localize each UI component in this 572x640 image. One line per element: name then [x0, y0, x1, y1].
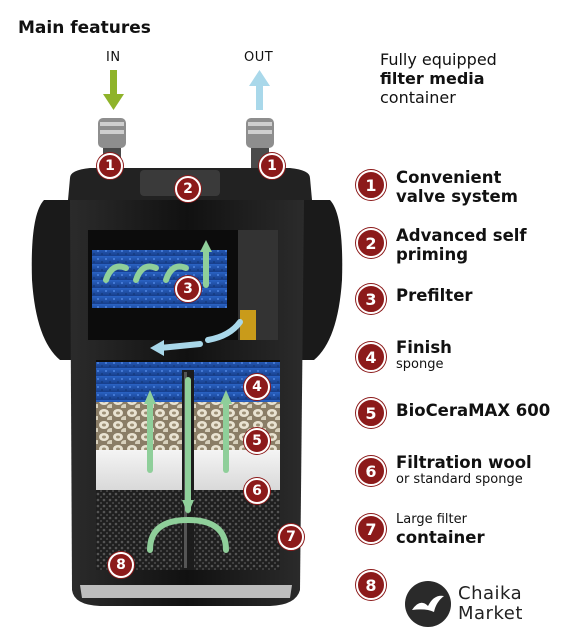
- feature-1: Convenient valve system: [396, 168, 518, 206]
- feature-6: Filtration wool or standard sponge: [396, 453, 532, 488]
- feature-7: Large filter container: [396, 512, 485, 547]
- filter-illustration: [31, 70, 343, 606]
- feature-7-line1: container: [396, 528, 485, 547]
- feature-6-sub: or standard sponge: [396, 472, 523, 487]
- feature-4-sub: sponge: [396, 357, 444, 372]
- diagram-badge-3: 3: [175, 276, 201, 302]
- in-arrow-icon: [103, 70, 124, 110]
- diagram-badge-1a: 1: [97, 153, 123, 179]
- feature-1-line2: valve system: [396, 187, 518, 206]
- diagram-badge-8: 8: [108, 552, 134, 578]
- out-arrow-icon: [249, 70, 270, 110]
- pump-impeller: [240, 310, 256, 340]
- feature-2: Advanced self priming: [396, 226, 527, 264]
- diagram-badge-1b: 1: [259, 153, 285, 179]
- feature-badge-4: 4: [356, 342, 386, 372]
- header-line-1: Fully equipped: [380, 50, 497, 69]
- diagram-badge-5: 5: [244, 428, 270, 454]
- diagram-badge-6: 6: [244, 478, 270, 504]
- brand-name: Chaika Market: [458, 584, 523, 624]
- feature-badge-3: 3: [356, 284, 386, 314]
- feature-5-line1: BioCeraMAX 600: [396, 401, 551, 420]
- chaika-logo-icon: [405, 581, 451, 627]
- in-label: IN: [106, 50, 121, 65]
- right-handle: [294, 200, 343, 360]
- feature-1-line1: Convenient: [396, 168, 502, 187]
- brand-line-2: Market: [458, 603, 523, 624]
- feature-2-line2: priming: [396, 245, 469, 264]
- brand-line-1: Chaika: [458, 583, 523, 604]
- header-line-3: container: [380, 88, 456, 107]
- header-line-2: filter media: [380, 69, 485, 88]
- feature-4-line1: Finish: [396, 338, 452, 357]
- feature-3-line1: Prefilter: [396, 286, 473, 305]
- feature-3: Prefilter: [396, 286, 473, 305]
- feature-7-pre: Large filter: [396, 512, 467, 527]
- feature-5: BioCeraMAX 600: [396, 401, 550, 420]
- page-title: Main features: [18, 18, 151, 38]
- out-label: OUT: [244, 50, 274, 65]
- feature-badge-2: 2: [356, 228, 386, 258]
- base-trim: [80, 585, 292, 598]
- feature-badge-7: 7: [356, 514, 386, 544]
- feature-4: Finish sponge: [396, 338, 452, 373]
- feature-badge-8: 8: [356, 570, 386, 600]
- diagram-badge-4: 4: [244, 374, 270, 400]
- left-handle: [31, 200, 80, 360]
- diagram-badge-2: 2: [175, 176, 201, 202]
- feature-badge-5: 5: [356, 398, 386, 428]
- feature-6-line1: Filtration wool: [396, 453, 532, 472]
- header-text: Fully equipped filter media container: [380, 50, 560, 107]
- flow-arrows: [103, 247, 229, 553]
- diagram-badge-7: 7: [278, 524, 304, 550]
- feature-badge-6: 6: [356, 456, 386, 486]
- feature-2-line1: Advanced self: [396, 226, 527, 245]
- feature-badge-1: 1: [356, 170, 386, 200]
